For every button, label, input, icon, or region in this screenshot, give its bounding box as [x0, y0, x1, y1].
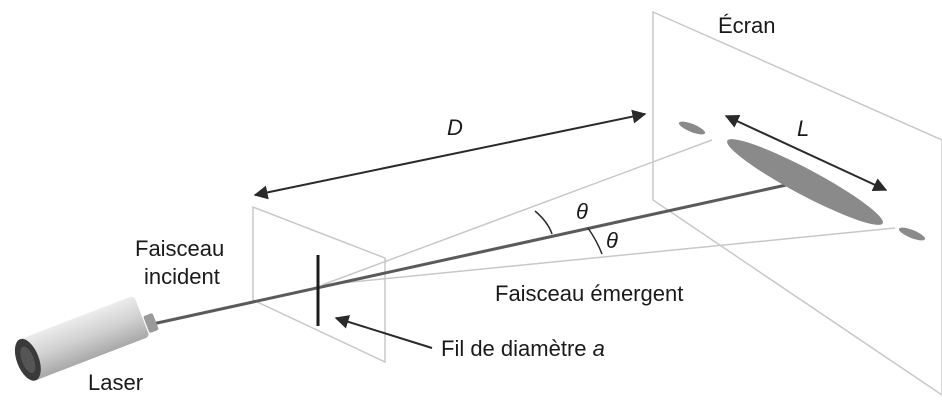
wire-pointer-arrow	[334, 315, 433, 349]
emergent-beam-label: Faisceau émergent	[495, 281, 683, 306]
wire-label-text: Fil de diamètre	[441, 336, 593, 361]
angle-arc-upper	[534, 210, 553, 235]
laser-beam	[147, 180, 801, 327]
emergent-beam-upper-edge	[321, 139, 713, 286]
screen-panel	[652, 10, 942, 396]
diffraction-central-spot	[727, 139, 883, 225]
spot-length-label: L	[797, 116, 809, 141]
angle-upper-label: θ	[576, 199, 588, 224]
wire-label-symbol: a	[593, 336, 605, 361]
angle-arc-lower	[587, 227, 603, 255]
laser-label: Laser	[88, 370, 143, 395]
diffraction-lower-spot	[898, 227, 926, 241]
distance-label: D	[447, 115, 463, 140]
incident-beam-label-line1: Faisceau	[135, 236, 224, 261]
angle-lower-label: θ	[606, 228, 618, 253]
laser-device	[14, 296, 159, 381]
incident-beam-label-line2: incident	[144, 264, 220, 289]
distance-d-arrow	[253, 109, 647, 200]
wire-panel	[252, 205, 386, 364]
emergent-beam-lower-edge	[321, 227, 896, 286]
diffraction-upper-spot	[678, 121, 706, 135]
wire-label: Fil de diamètre a	[441, 336, 605, 361]
screen-label: Écran	[718, 13, 775, 38]
spot-length-l-arrow	[724, 114, 888, 192]
